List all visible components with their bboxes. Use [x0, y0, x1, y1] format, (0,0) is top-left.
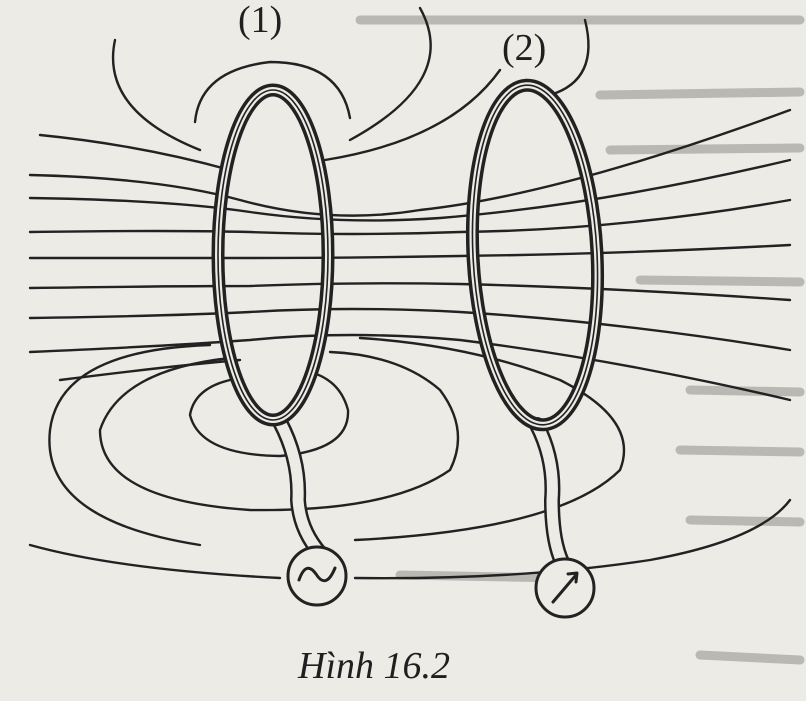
coil-1 — [211, 83, 335, 427]
field-line — [38, 133, 232, 172]
field-line — [548, 18, 590, 97]
field-line — [28, 198, 792, 236]
field-line — [28, 543, 282, 580]
field-line — [98, 350, 460, 512]
figure-caption: Hình 16.2 — [297, 645, 450, 687]
coil-2-leads — [529, 417, 570, 570]
galvanometer-icon — [534, 557, 596, 619]
ac-source-icon — [286, 545, 348, 607]
field-line — [28, 243, 792, 260]
coil-1-label: (1) — [238, 0, 282, 41]
field-line — [348, 6, 432, 142]
field-line — [323, 68, 502, 162]
field-line — [48, 343, 212, 547]
magnetic-field-lines — [28, 6, 792, 580]
coil-1-leads — [272, 414, 328, 561]
field-line — [193, 60, 352, 124]
coil-2-label: (2) — [502, 27, 546, 69]
field-line — [111, 38, 202, 152]
field-line — [28, 108, 792, 217]
field-line — [28, 282, 792, 302]
field-line — [58, 358, 242, 382]
field-line — [28, 333, 792, 402]
field-line — [28, 158, 792, 222]
field-line — [353, 498, 792, 580]
field-line — [353, 336, 626, 542]
coil-2 — [465, 78, 605, 432]
field-line — [28, 307, 792, 352]
background-bleed — [355, 15, 805, 665]
field-line — [188, 370, 350, 458]
